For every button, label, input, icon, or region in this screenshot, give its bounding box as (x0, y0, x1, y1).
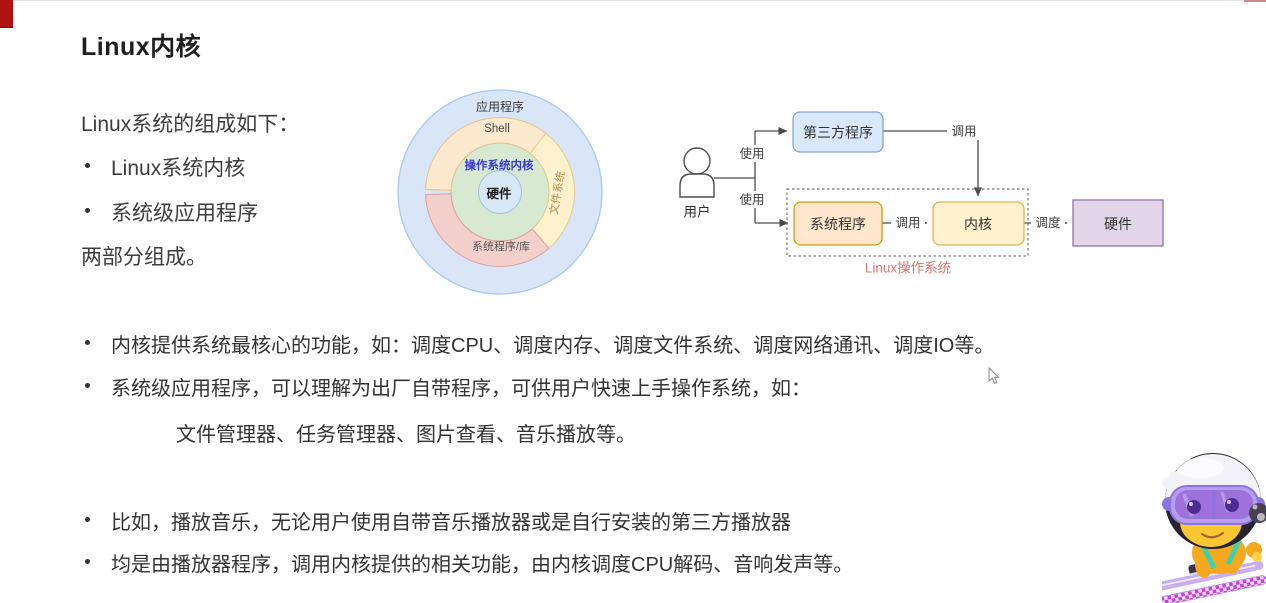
user-label: 用户 (684, 204, 711, 220)
label-backing (736, 145, 768, 162)
intro-item-apps: 系统级应用程序 (81, 197, 258, 227)
intro-item-text: 系统级应用程序 (111, 202, 258, 225)
call-top-label: 调用 (951, 125, 976, 139)
intro-closing: 两部分组成。 (81, 241, 207, 271)
intro-lead: Linux系统的组成如下： (81, 108, 299, 138)
bullet-dot (85, 383, 90, 388)
note-system-apps: 系统级应用程序，可以理解为出厂自带程序，可供用户快速上手操作系统，如： (81, 372, 811, 401)
note-text: 比如，播放音乐，无论用户使用自带音乐播放器或是自行安装的第三方播放器 (111, 512, 791, 534)
ring-shell-label: Shell (484, 123, 510, 135)
label-backing (1031, 214, 1065, 231)
ring-hardware-label: 硬件 (486, 186, 512, 201)
bullet-dot (85, 163, 90, 168)
bullet-dot (85, 517, 90, 522)
kernel-label: 内核 (964, 216, 992, 232)
note-text: 文件管理器、任务管理器、图片查看、音乐播放等。 (176, 424, 636, 446)
linux-os-group-label: Linux操作系统 (865, 261, 951, 276)
mascot-icon (1162, 453, 1266, 603)
note-player-kernel: 均是由播放器程序，调用内核提供的相关功能，由内核调度CPU解码、音响发声等。 (81, 548, 853, 577)
label-backing (947, 123, 981, 140)
ring-kernel-label: 操作系统内核 (465, 158, 534, 172)
intro-closing-text: 两部分组成。 (81, 246, 207, 269)
note-kernel-functions: 内核提供系统最核心的功能，如：调度CPU、调度内存、调度文件系统、调度网络通讯、… (81, 329, 994, 358)
dispatch-label: 调度 (1035, 215, 1061, 230)
ring-outer-label: 应用程序 (476, 99, 524, 114)
label-backing (891, 214, 925, 231)
mascot-head (1162, 453, 1266, 549)
system-program-box (793, 201, 883, 246)
connector-thirdparty-kernel (883, 130, 982, 197)
mouse-cursor-icon (988, 367, 1000, 385)
ring-syslib-label: 系统程序/库 (472, 239, 530, 253)
intro-lead-text: Linux系统的组成如下： (81, 113, 300, 136)
hardware-label: 硬件 (1104, 216, 1132, 232)
use-bottom-label: 使用 (739, 192, 764, 207)
note-text: 均是由播放器程序，调用内核提供的相关功能，由内核调度CPU解码、音响发声等。 (111, 554, 854, 576)
kernel-box (932, 201, 1025, 246)
ring-center-circle (478, 170, 522, 214)
linux-os-group-box (786, 188, 1029, 257)
intro-item-kernel: Linux系统内核 (81, 152, 245, 182)
top-divider-red-segment (1244, 0, 1266, 2)
system-program-label: 系统程序 (810, 216, 866, 232)
top-divider (0, 0, 1266, 1)
flow-diagram: 用户 第三方程序 系统程序 内核 硬件 使用 使用 调用 调用 调度 Linux… (679, 111, 1164, 276)
connector-user-junction (714, 131, 756, 223)
use-top-label: 使用 (739, 146, 764, 161)
corner-red-block (0, 0, 13, 28)
ring-segment-syslib (425, 193, 550, 267)
bullet-dot (85, 559, 90, 564)
call-mid-label: 调用 (895, 216, 920, 230)
third-party-box (792, 111, 884, 153)
note-text: 内核提供系统最核心的功能，如：调度CPU、调度内存、调度文件系统、调度网络通讯、… (111, 335, 995, 357)
note-system-apps-examples: 文件管理器、任务管理器、图片查看、音乐播放等。 (176, 418, 636, 447)
third-party-label: 第三方程序 (803, 125, 873, 141)
page-title: Linux内核 (81, 33, 202, 61)
hardware-box (1072, 199, 1164, 247)
ring-diagram: 应用程序 Shell 操作系统内核 硬件 文件系统 系统程序/库 (397, 89, 603, 295)
bullet-dot (85, 340, 90, 345)
label-backing (736, 191, 768, 208)
intro-item-text: Linux系统内核 (111, 157, 246, 180)
user-icon (679, 147, 715, 198)
note-music-example: 比如，播放音乐，无论用户使用自带音乐播放器或是自行安装的第三方播放器 (81, 506, 791, 535)
bullet-dot (85, 208, 90, 213)
note-text: 系统级应用程序，可以理解为出厂自带程序，可供用户快速上手操作系统，如： (111, 378, 811, 400)
